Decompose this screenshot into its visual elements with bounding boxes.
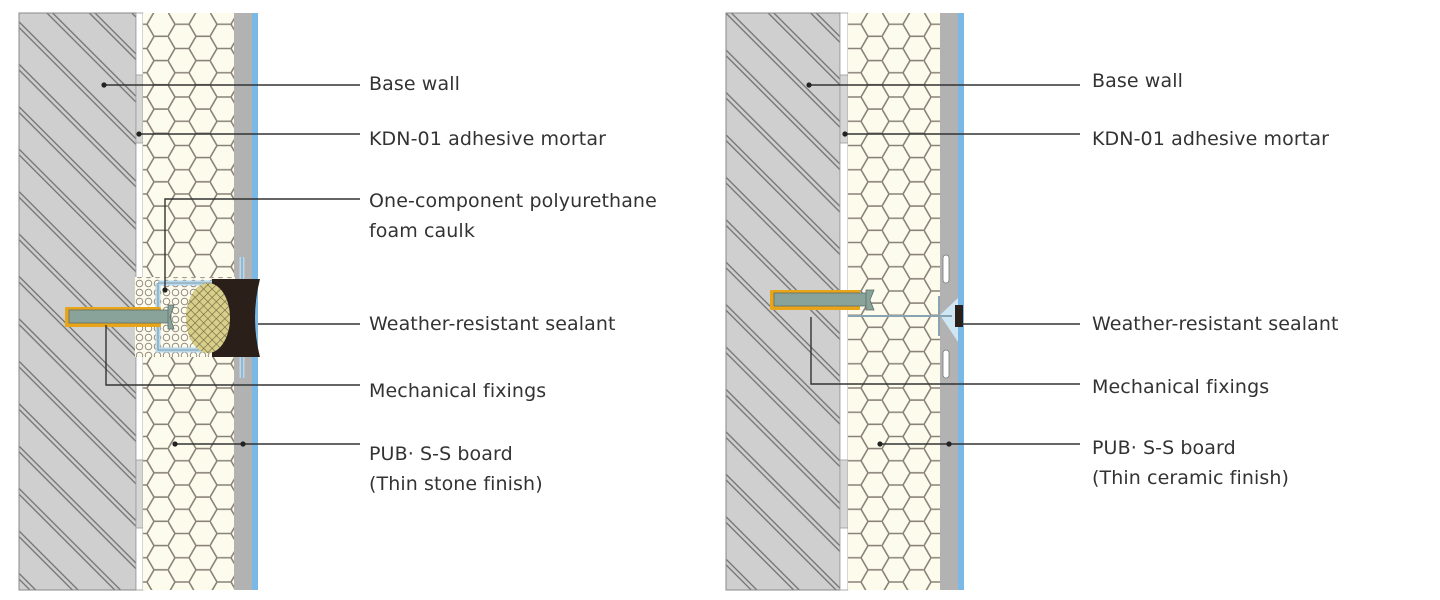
label-adhesive-mortar: KDN-01 adhesive mortar (1092, 128, 1330, 150)
anchor-screw (68, 309, 172, 324)
label-foam-caulk-line2: foam caulk (369, 220, 475, 242)
base-wall (18, 12, 137, 591)
label-base-wall: Base wall (1092, 70, 1183, 92)
screw-head (167, 304, 175, 330)
label-weather-sealant: Weather-resistant sealant (1092, 313, 1339, 335)
adhesive-mortar-dab (839, 459, 849, 529)
slot (942, 349, 950, 379)
adhesive-mortar-dab (135, 459, 144, 529)
screw-head (865, 289, 875, 311)
joint-cone (940, 298, 958, 342)
slot (942, 254, 950, 284)
label-mechanical-fixings: Mechanical fixings (369, 380, 547, 402)
weather-sealant (955, 305, 963, 327)
ceramic-finish-layer (958, 13, 964, 590)
anchor-screw (773, 292, 869, 307)
label-foam-caulk-line1: One-component polyurethane (369, 190, 657, 212)
label-mechanical-fixings: Mechanical fixings (1092, 376, 1270, 398)
right-section-drawing (725, 12, 1080, 591)
left-section-drawing (18, 12, 360, 591)
finish-backing (940, 13, 958, 590)
label-adhesive-mortar: KDN-01 adhesive mortar (369, 128, 607, 150)
label-board-line1: PUB· S-S board (369, 443, 513, 465)
leader-lines (809, 84, 1080, 445)
leader-lines (104, 84, 360, 445)
label-weather-sealant: Weather-resistant sealant (369, 313, 616, 335)
label-board-line2: (Thin stone finish) (369, 473, 543, 495)
label-base-wall: Base wall (369, 73, 460, 95)
backer-rod (186, 283, 230, 353)
label-board-line1: PUB· S-S board (1092, 437, 1236, 459)
label-board-line2: (Thin ceramic finish) (1092, 467, 1290, 489)
